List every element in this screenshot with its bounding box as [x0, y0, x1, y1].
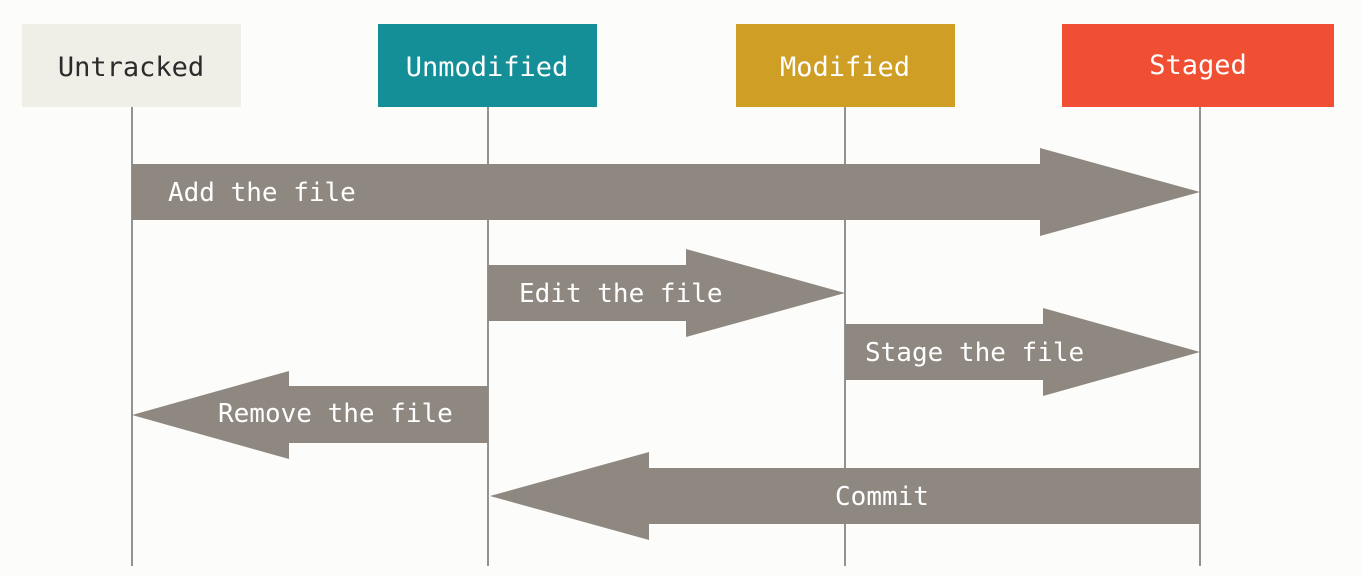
- arrow-commit-label: Commit: [835, 482, 929, 512]
- arrow-remove-the-file-label: Remove the file: [218, 399, 453, 429]
- state-untracked: Untracked: [22, 24, 241, 107]
- state-unmodified-label: Unmodified: [406, 52, 569, 83]
- arrow-remove-the-file: [132, 371, 488, 459]
- state-modified: Modified: [736, 24, 955, 107]
- state-unmodified-box: [378, 24, 597, 107]
- arrow-add-the-file: [132, 148, 1200, 236]
- state-staged-box: [1062, 24, 1334, 107]
- arrow-add-the-file-label: Add the file: [168, 178, 356, 208]
- transition-stage-the-file: Stage the file: [845, 308, 1200, 396]
- transition-commit: Commit: [490, 452, 1200, 540]
- transition-edit-the-file: Edit the file: [488, 249, 845, 337]
- arrow-stage-the-file: [845, 308, 1200, 396]
- state-untracked-box: [22, 24, 241, 107]
- state-staged-label: Staged: [1149, 50, 1247, 81]
- transition-add-the-file: Add the file: [132, 148, 1200, 236]
- state-staged: Staged: [1062, 24, 1334, 107]
- arrow-commit: [490, 452, 1200, 540]
- state-untracked-label: Untracked: [58, 52, 204, 83]
- transition-remove-the-file: Remove the file: [132, 371, 488, 459]
- arrow-edit-the-file: [488, 249, 845, 337]
- state-modified-label: Modified: [780, 52, 910, 83]
- arrow-stage-the-file-label: Stage the file: [865, 338, 1084, 368]
- state-modified-box: [736, 24, 955, 107]
- state-unmodified: Unmodified: [378, 24, 597, 107]
- arrow-edit-the-file-label: Edit the file: [519, 279, 723, 309]
